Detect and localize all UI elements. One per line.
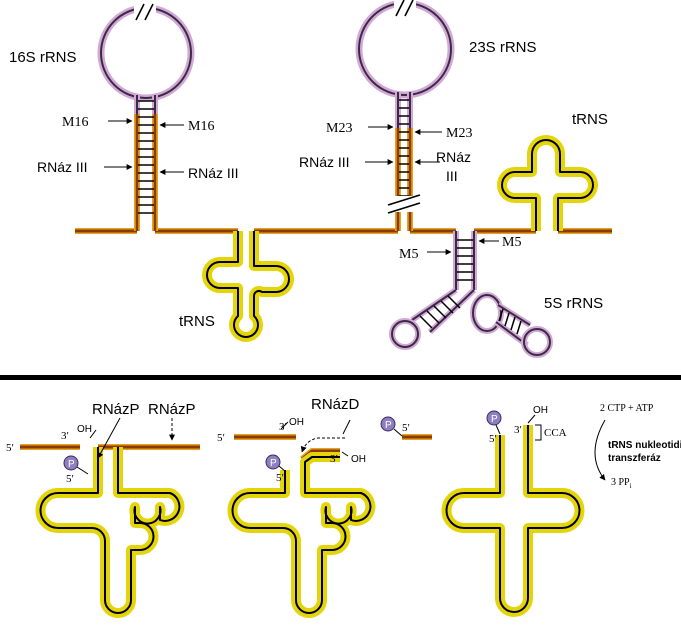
phosphate-icon [380, 416, 396, 432]
cca-label: CCA [544, 427, 567, 439]
pp-label: 3 PPi [611, 477, 632, 490]
label-rnaz3-16-right: RNáz III [188, 165, 239, 181]
label-5s-rrna: 5S rRNS [544, 295, 603, 312]
ctp-atp-label: 2 CTP + ATP [600, 403, 654, 414]
oh-label: OH [77, 424, 92, 435]
label-m5-right: M5 [502, 235, 521, 250]
label-trna-right: tRNS [572, 111, 608, 128]
label-rnazd: RNázD [311, 396, 360, 413]
phosphate-label: P [270, 458, 277, 469]
label-rnaz3-16-left: RNáz III [37, 159, 88, 175]
bottom-panel-rnazp: P 5′ 3′ OH 5′ RNázP RNázP [6, 401, 200, 618]
bottom-panel-rnazd: P P 5′ 3′ OH 5′ RNázD 5′ 3′ OH [217, 396, 432, 618]
panel-divider [0, 375, 681, 380]
label-m5-left: M5 [399, 247, 418, 262]
three-prime: 3′ [61, 430, 69, 442]
label-m23-right: M23 [446, 126, 472, 141]
trna-right-cloverleaf [497, 135, 598, 231]
oh-top: OH [289, 417, 304, 428]
three-prime-top: 3′ [279, 421, 287, 433]
trna-bottom-cloverleaf [202, 231, 294, 342]
five-prime-trna: 5′ [276, 472, 284, 484]
rrna-23s-hairpin [355, 0, 455, 231]
top-arrows [104, 118, 499, 255]
label-trna-bottom: tRNS [179, 313, 215, 330]
label-rnaz3-23-right-1: RNáz [436, 149, 471, 165]
rrna-5s-structure [389, 231, 553, 358]
label-23s-rrna: 23S rRNS [469, 39, 537, 56]
rrna-16s-hairpin [97, 3, 195, 231]
label-m23-left: M23 [326, 121, 352, 136]
phosphate-icon [486, 410, 502, 426]
phosphate-icon [265, 454, 281, 470]
label-m16-left: M16 [62, 115, 88, 130]
bottom-panel-mature-trna: P 5′ 3′ OH CCA 2 CTP + ATP tRNS nukleoti… [441, 403, 681, 617]
enzyme-label-line1: tRNS nukleotidil [608, 440, 681, 451]
oh-label: OH [533, 405, 548, 416]
five-prime-trna: 5′ [66, 473, 74, 485]
label-16s-rrna: 16S rRNS [9, 49, 77, 66]
label-rnazp-b: RNázP [148, 401, 196, 418]
enzyme-label-line2: transzferáz [608, 453, 661, 464]
five-prime-top-right: 5′ [402, 422, 410, 434]
label-m16-right: M16 [188, 119, 214, 134]
five-prime-left: 5′ [6, 442, 14, 454]
top-panel: 16S rRNS 23S rRNS 5S rRNS tRNS tRNS M16 … [9, 0, 612, 358]
phosphate-icon [63, 455, 79, 471]
phosphate-label: P [68, 459, 75, 470]
label-rnaz3-23-right-2: III [446, 168, 458, 184]
oh-trna: OH [351, 454, 366, 465]
three-prime-trna: 3′ [330, 453, 338, 465]
five-prime: 5′ [489, 433, 497, 445]
three-prime: 3′ [514, 424, 522, 436]
label-rnazp-a: RNázP [92, 401, 140, 418]
label-rnaz3-23-left: RNáz III [299, 154, 350, 170]
five-prime-left: 5′ [217, 432, 225, 444]
phosphate-label: P [385, 420, 392, 431]
phosphate-label: P [491, 414, 498, 425]
